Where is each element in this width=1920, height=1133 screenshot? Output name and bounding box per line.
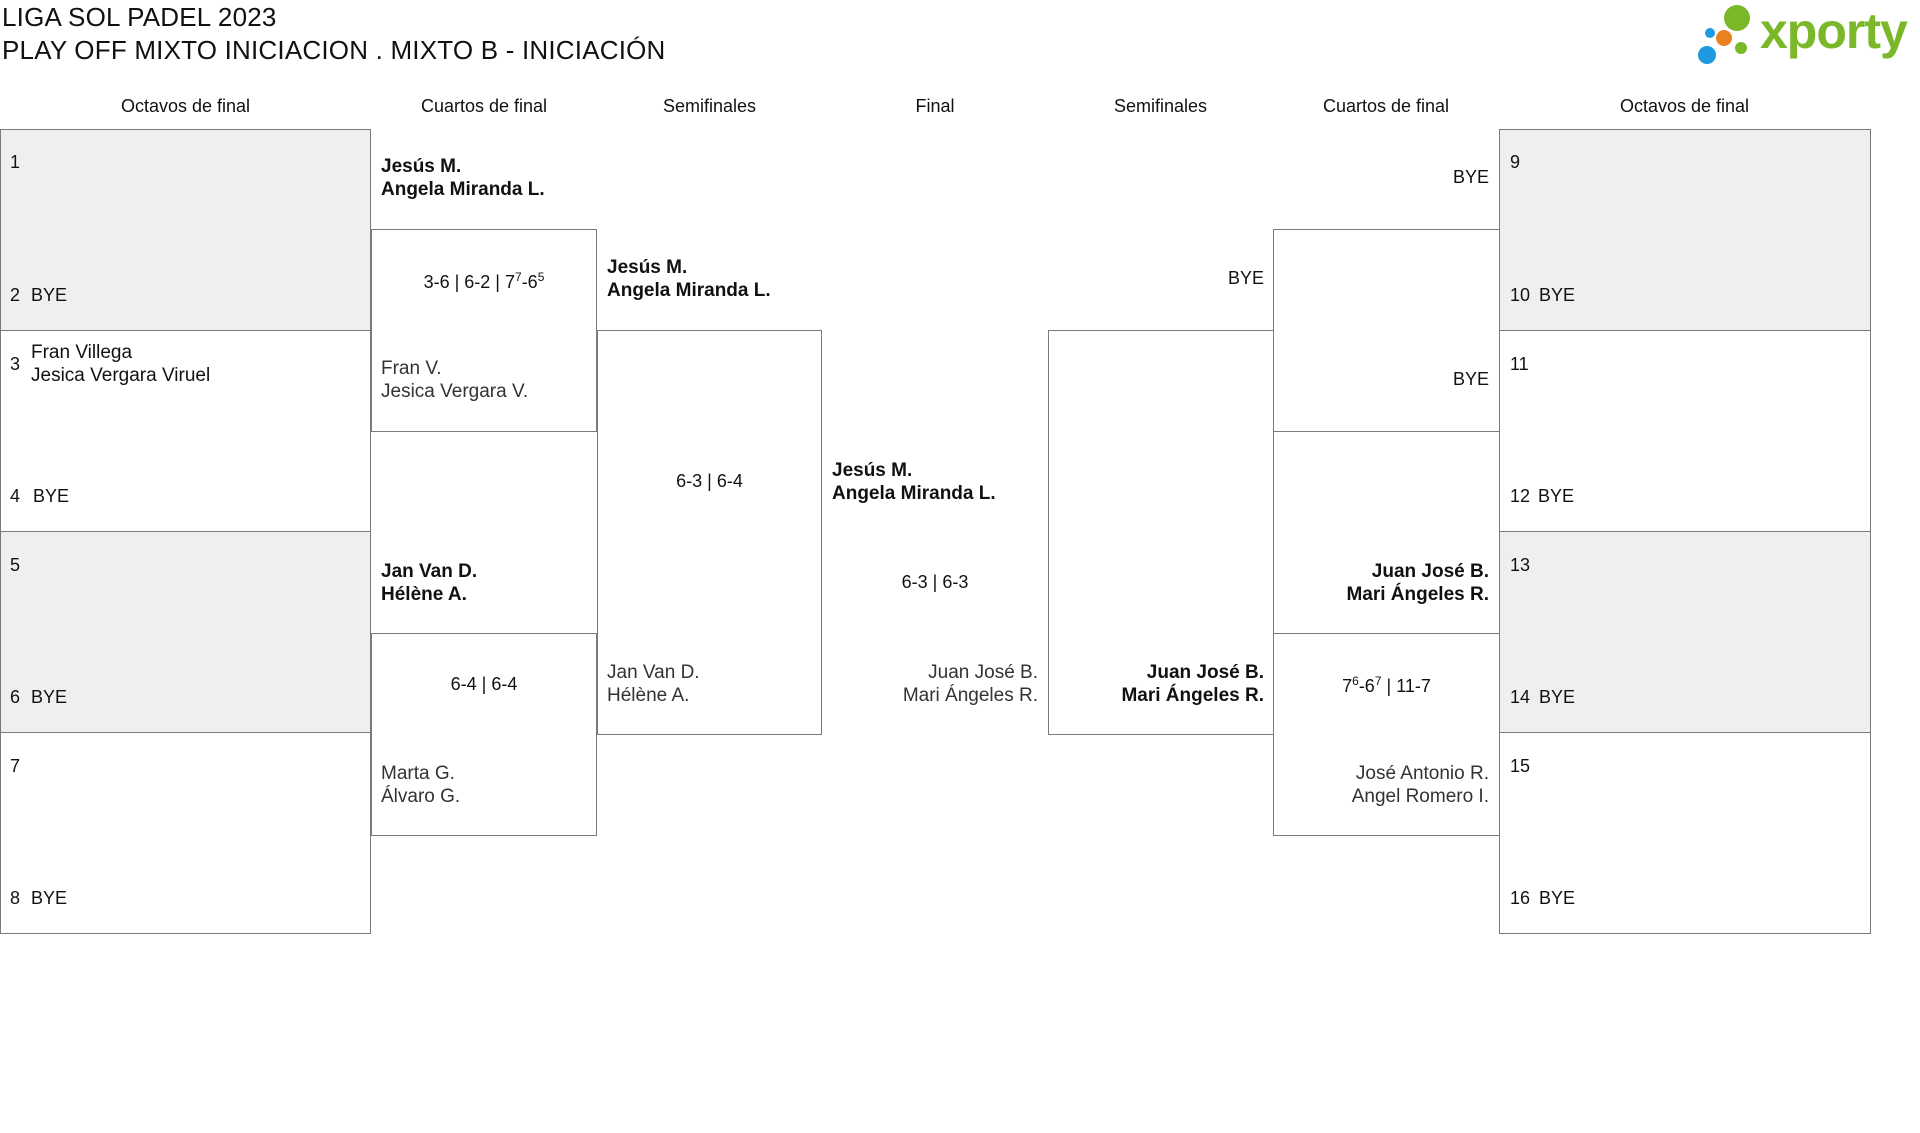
- bye-label: BYE: [1452, 369, 1489, 389]
- player-name: Juan José B.: [1371, 561, 1489, 582]
- player-name: Marta G.: [381, 763, 455, 784]
- player-name: Fran Villega: [31, 342, 133, 363]
- team-entry: Fran V. Jesica Vergara V.: [381, 357, 528, 403]
- xporty-logo: xporty: [1696, 2, 1920, 72]
- octavos-right-match-4: [1499, 732, 1871, 934]
- seed-number: 15: [1510, 756, 1531, 776]
- match-score: 6-4 | 6-4: [450, 674, 518, 694]
- seed-number: 14: [1510, 687, 1531, 707]
- team-entry: José Antonio R. Angel Romero I.: [1273, 762, 1489, 808]
- bye-label: BYE: [1539, 687, 1576, 707]
- player-name: Jan Van D.: [607, 662, 700, 683]
- bye-label: BYE: [1539, 888, 1576, 908]
- octavos-left-match-4: [0, 732, 371, 934]
- col-head-right-semis: Semifinales: [1113, 96, 1208, 116]
- player-name: Jesica Vergara V.: [381, 381, 529, 402]
- col-head-left-cuartos: Cuartos de final: [420, 96, 548, 116]
- cuartos-right-match-1: [1273, 229, 1500, 432]
- seed-number: 16: [1510, 888, 1531, 908]
- seed-number: 10: [1510, 285, 1531, 305]
- team-entry: Fran Villega Jesica Vergara Viruel: [31, 341, 210, 387]
- player-name: Angela Miranda L.: [381, 179, 545, 200]
- player-name: Jesús M.: [607, 257, 688, 278]
- score-part: 3-6 | 6-2 | 7: [423, 272, 515, 292]
- score-tiebreak: 5: [537, 270, 545, 284]
- match-score: 76-67 | 11-7: [1273, 674, 1500, 697]
- seed-number: 7: [10, 756, 21, 776]
- xporty-logo-dots-icon: [1698, 5, 1750, 64]
- semis-left-match: [597, 330, 822, 735]
- score-tiebreak: 6: [1352, 674, 1359, 688]
- team-entry-winner: Juan José B. Mari Ángeles R.: [1048, 661, 1264, 707]
- score-part: -6: [521, 272, 538, 292]
- seed-number: 6: [10, 687, 21, 707]
- player-name: Juan José B.: [1146, 662, 1264, 683]
- player-name: Hélène A.: [607, 685, 690, 706]
- bye-label: BYE: [31, 888, 68, 908]
- player-name: Jan Van D.: [381, 561, 478, 582]
- champion-entry: Jesús M. Angela Miranda L.: [832, 459, 996, 505]
- player-name: José Antonio R.: [1355, 763, 1489, 784]
- score-part: | 11-7: [1381, 676, 1431, 696]
- player-name: Fran V.: [381, 358, 442, 379]
- player-name: Hélène A.: [381, 584, 467, 605]
- team-entry-winner: Juan José B. Mari Ángeles R.: [1273, 560, 1489, 606]
- col-head-right-cuartos: Cuartos de final: [1322, 96, 1450, 116]
- player-name: Mari Ángeles R.: [1346, 584, 1489, 605]
- match-score: 6-3 | 6-4: [676, 471, 743, 491]
- player-name: Jesica Vergara Viruel: [31, 365, 211, 386]
- player-name: Angela Miranda L.: [832, 483, 996, 504]
- player-name: Jesús M.: [381, 156, 462, 177]
- score-part: 7: [1342, 676, 1353, 696]
- player-name: Jesús M.: [832, 460, 913, 481]
- bye-label: BYE: [1539, 285, 1576, 305]
- col-head-final: Final: [915, 96, 955, 116]
- bye-label: BYE: [31, 285, 68, 305]
- bye-label: BYE: [33, 486, 70, 506]
- seed-number: 13: [1510, 555, 1531, 575]
- player-name: Mari Ángeles R.: [902, 685, 1038, 706]
- player-name: Juan José B.: [928, 662, 1038, 683]
- team-entry-winner: Jesús M. Angela Miranda L.: [381, 155, 545, 201]
- seed-number: 2: [10, 285, 21, 305]
- bye-label: BYE: [31, 687, 68, 707]
- score-tiebreak: 7: [515, 270, 522, 284]
- cuartos-left-match-1: [371, 229, 597, 432]
- xporty-logo-text: xporty: [1760, 3, 1908, 59]
- team-entry: Juan José B. Mari Ángeles R.: [822, 661, 1038, 707]
- seed-number: 5: [10, 555, 21, 575]
- semis-right-match: [1048, 330, 1274, 735]
- seed-number: 11: [1510, 354, 1529, 374]
- final-score: 6-3 | 6-3: [901, 572, 969, 592]
- seed-number: 12: [1510, 486, 1531, 506]
- cuartos-left-match-2: [371, 633, 597, 836]
- team-entry: Jan Van D. Hélène A.: [607, 661, 700, 707]
- octavos-left-match-1: [0, 129, 371, 331]
- bye-label: BYE: [1227, 268, 1264, 288]
- score-part: -6: [1358, 676, 1375, 696]
- octavos-right-match-3: [1499, 531, 1871, 733]
- bye-label: BYE: [1452, 167, 1489, 187]
- team-entry-winner: Jesús M. Angela Miranda L.: [607, 256, 771, 302]
- seed-number: 3: [10, 354, 21, 374]
- player-name: Álvaro G.: [381, 786, 461, 807]
- match-score: 3-6 | 6-2 | 77-65: [371, 270, 597, 293]
- team-entry: Marta G. Álvaro G.: [381, 762, 460, 808]
- seed-number: 8: [10, 888, 21, 908]
- team-entry-winner: Jan Van D. Hélène A.: [381, 560, 477, 606]
- octavos-left-match-3: [0, 531, 371, 733]
- page-title: LIGA SOL PADEL 2023: [2, 2, 277, 32]
- player-name: Angela Miranda L.: [607, 280, 771, 301]
- seed-number: 9: [1510, 152, 1521, 172]
- seed-number: 1: [10, 152, 21, 172]
- col-head-right-octavos: Octavos de final: [1619, 96, 1750, 116]
- col-head-left-semis: Semifinales: [662, 96, 757, 116]
- page-subtitle: PLAY OFF MIXTO INICIACION . MIXTO B - IN…: [2, 35, 666, 65]
- player-name: Mari Ángeles R.: [1121, 685, 1264, 706]
- player-name: Angel Romero I.: [1351, 786, 1489, 807]
- seed-number: 4: [10, 486, 21, 506]
- col-head-left-octavos: Octavos de final: [120, 96, 251, 116]
- score-tiebreak: 7: [1374, 674, 1382, 688]
- bye-label: BYE: [1538, 486, 1575, 506]
